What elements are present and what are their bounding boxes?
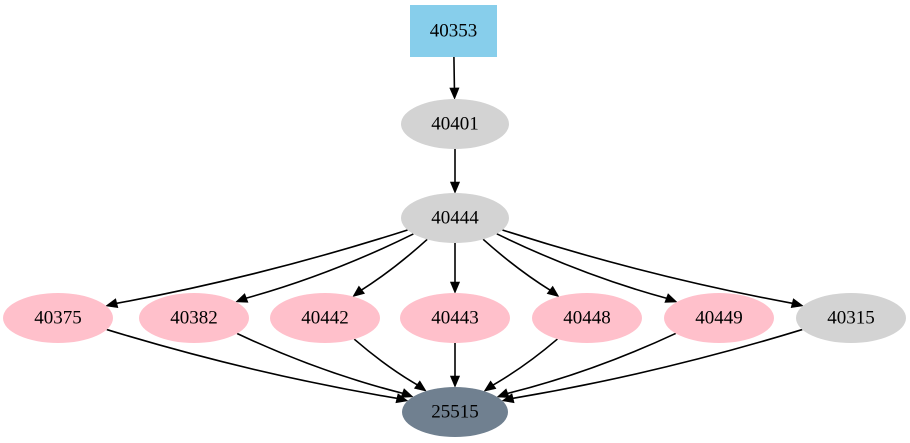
edges-layer xyxy=(105,56,804,404)
graph-node-40443[interactable]: 40443 xyxy=(400,293,510,343)
graph-node-40382[interactable]: 40382 xyxy=(139,293,249,343)
arrow-head-icon xyxy=(546,285,560,298)
graph-edge xyxy=(496,233,669,300)
arrow-head-icon xyxy=(449,181,461,194)
graph-node-40401[interactable]: 40401 xyxy=(401,99,509,149)
graph-node-40448[interactable]: 40448 xyxy=(532,293,642,343)
node-ellipse-40442[interactable] xyxy=(270,293,380,343)
graph-edge xyxy=(453,56,456,90)
graph-node-40442[interactable]: 40442 xyxy=(270,293,380,343)
arrow-head-icon xyxy=(790,298,804,308)
graph-edge xyxy=(115,229,408,305)
arrow-head-icon xyxy=(449,87,460,100)
graph-edge xyxy=(506,332,677,395)
graph-edge xyxy=(360,238,428,292)
node-ellipse-40315[interactable] xyxy=(796,293,906,343)
arrow-head-icon xyxy=(235,293,249,303)
graph-node-40449[interactable]: 40449 xyxy=(664,293,774,343)
arrow-head-icon xyxy=(449,375,461,388)
graph-edge xyxy=(491,338,558,387)
arrow-head-icon xyxy=(413,380,427,392)
node-ellipse-40375[interactable] xyxy=(3,293,113,343)
arrow-head-icon xyxy=(496,388,510,398)
node-ellipse-40444[interactable] xyxy=(401,193,509,243)
node-ellipse-40382[interactable] xyxy=(139,293,249,343)
graph-edge xyxy=(244,233,414,300)
arrow-head-icon xyxy=(664,293,678,303)
graph-edge xyxy=(482,238,552,292)
graph-node-40375[interactable]: 40375 xyxy=(3,293,113,343)
graph-node-40353[interactable]: 40353 xyxy=(410,5,497,57)
arrow-head-icon xyxy=(501,393,515,404)
node-rect-40353[interactable] xyxy=(410,5,497,57)
node-ellipse-40449[interactable] xyxy=(664,293,774,343)
graph-edge xyxy=(353,338,419,387)
arrow-head-icon xyxy=(449,281,461,294)
node-ellipse-40401[interactable] xyxy=(401,99,509,149)
graph-edge xyxy=(502,229,794,305)
node-ellipse-40448[interactable] xyxy=(532,293,642,343)
node-ellipse-40443[interactable] xyxy=(400,293,510,343)
graph-node-25515[interactable]: 25515 xyxy=(402,387,508,437)
arrow-head-icon xyxy=(352,285,366,297)
graph-node-40315[interactable]: 40315 xyxy=(796,293,906,343)
graph-node-40444[interactable]: 40444 xyxy=(401,193,509,243)
node-ellipse-25515[interactable] xyxy=(402,387,508,437)
arrow-head-icon xyxy=(105,298,119,309)
arrow-head-icon xyxy=(483,380,497,392)
graph-edge xyxy=(511,328,803,400)
arrow-head-icon xyxy=(400,388,414,398)
graph-edge xyxy=(236,332,405,395)
graph-edge xyxy=(106,328,399,400)
